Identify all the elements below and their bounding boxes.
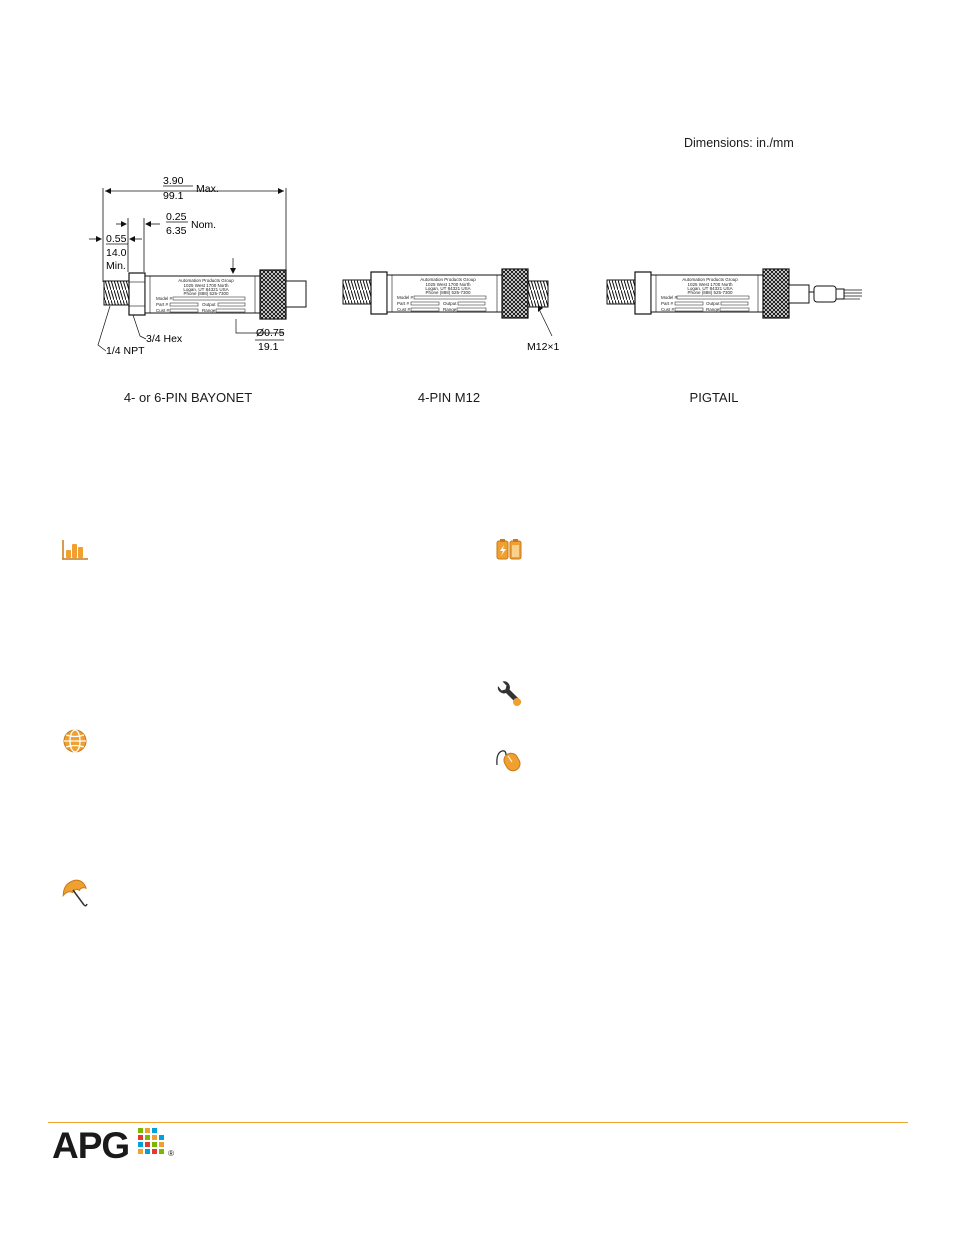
svg-text:1025 West 1700 North: 1025 West 1700 North [184,283,229,288]
svg-text:Output: Output [443,301,457,306]
nom-mm: 6.35 [166,225,187,237]
svg-text:Logan, UT 84321 USA: Logan, UT 84321 USA [183,287,228,292]
dimension-drawings: 3.90 99.1 Max. 0.25 6.35 Nom. 0.55 14.0 … [89,175,862,357]
svg-text:Output: Output [202,302,216,307]
svg-text:Automation Products Group: Automation Products Group [682,277,738,282]
svg-text:Range: Range [202,308,216,313]
registered-mark: ® [168,1149,174,1158]
thread-len-mm: 14.0 [106,247,127,259]
wrench-icon [497,681,521,706]
logo-text: APG [52,1125,130,1166]
svg-text:Logan, UT 84321 USA: Logan, UT 84321 USA [687,286,732,291]
m12-label: M12×1 [527,341,560,353]
pigtail-drawing: Automation Products Group 1025 West 1700… [606,268,862,319]
m12-drawing: Automation Products Group 1025 West 1700… [342,268,560,353]
overall-length-mm: 99.1 [163,190,184,202]
nom-suffix: Nom. [191,219,216,231]
dimensions-note: Dimensions: in./mm [684,136,794,150]
svg-text:Cust #: Cust # [397,307,411,312]
svg-text:Phone (888) 525-7300: Phone (888) 525-7300 [183,291,229,296]
footer-rule [48,1122,908,1123]
svg-text:Part #: Part # [156,302,169,307]
thread-len-in: 0.55 [106,233,127,245]
caption-pigtail: PIGTAIL [689,390,739,405]
svg-text:Automation Products Group: Automation Products Group [178,278,234,283]
globe-icon [63,729,87,753]
overall-length-in: 3.90 [163,175,184,187]
nom-in: 0.25 [166,211,187,223]
bayonet-drawing: 3.90 99.1 Max. 0.25 6.35 Nom. 0.55 14.0 … [89,175,307,357]
svg-text:Output: Output [706,301,720,306]
apg-logo: APG ® [52,1126,178,1166]
svg-text:1025 West 1700 North: 1025 West 1700 North [688,282,733,287]
svg-text:Range: Range [706,307,720,312]
svg-text:Cust #: Cust # [661,307,675,312]
overall-length-suffix: Max. [196,183,219,195]
svg-text:Part #: Part # [397,301,410,306]
caption-m12: 4-PIN M12 [417,390,481,405]
svg-text:1025 West 1700 North: 1025 West 1700 North [426,282,471,287]
diameter-in: Ø0.75 [256,327,285,339]
svg-text:Part #: Part # [661,301,674,306]
svg-text:Model #: Model # [661,295,678,300]
bar-chart-icon [62,540,88,560]
mouse-icon [496,750,521,772]
svg-text:Cust #: Cust # [156,308,170,313]
svg-text:Phone (888) 525-7300: Phone (888) 525-7300 [425,290,471,295]
svg-text:Range: Range [443,307,457,312]
npt-label: 1/4 NPT [106,345,145,357]
svg-text:Model #: Model # [397,295,414,300]
hex-label: 3/4 Hex [146,333,183,345]
diameter-mm: 19.1 [258,341,279,353]
logo-grid-icon [137,1128,164,1154]
svg-text:Model #: Model # [156,296,173,301]
svg-text:Logan, UT 84321 USA: Logan, UT 84321 USA [425,286,470,291]
svg-text:Automation Products Group: Automation Products Group [420,277,476,282]
umbrella-icon [62,879,88,907]
caption-bayonet: 4- or 6-PIN BAYONET [123,390,253,405]
battery-icon [496,539,522,560]
thread-len-suffix: Min. [106,260,126,272]
svg-text:Phone (888) 525-7300: Phone (888) 525-7300 [687,290,733,295]
